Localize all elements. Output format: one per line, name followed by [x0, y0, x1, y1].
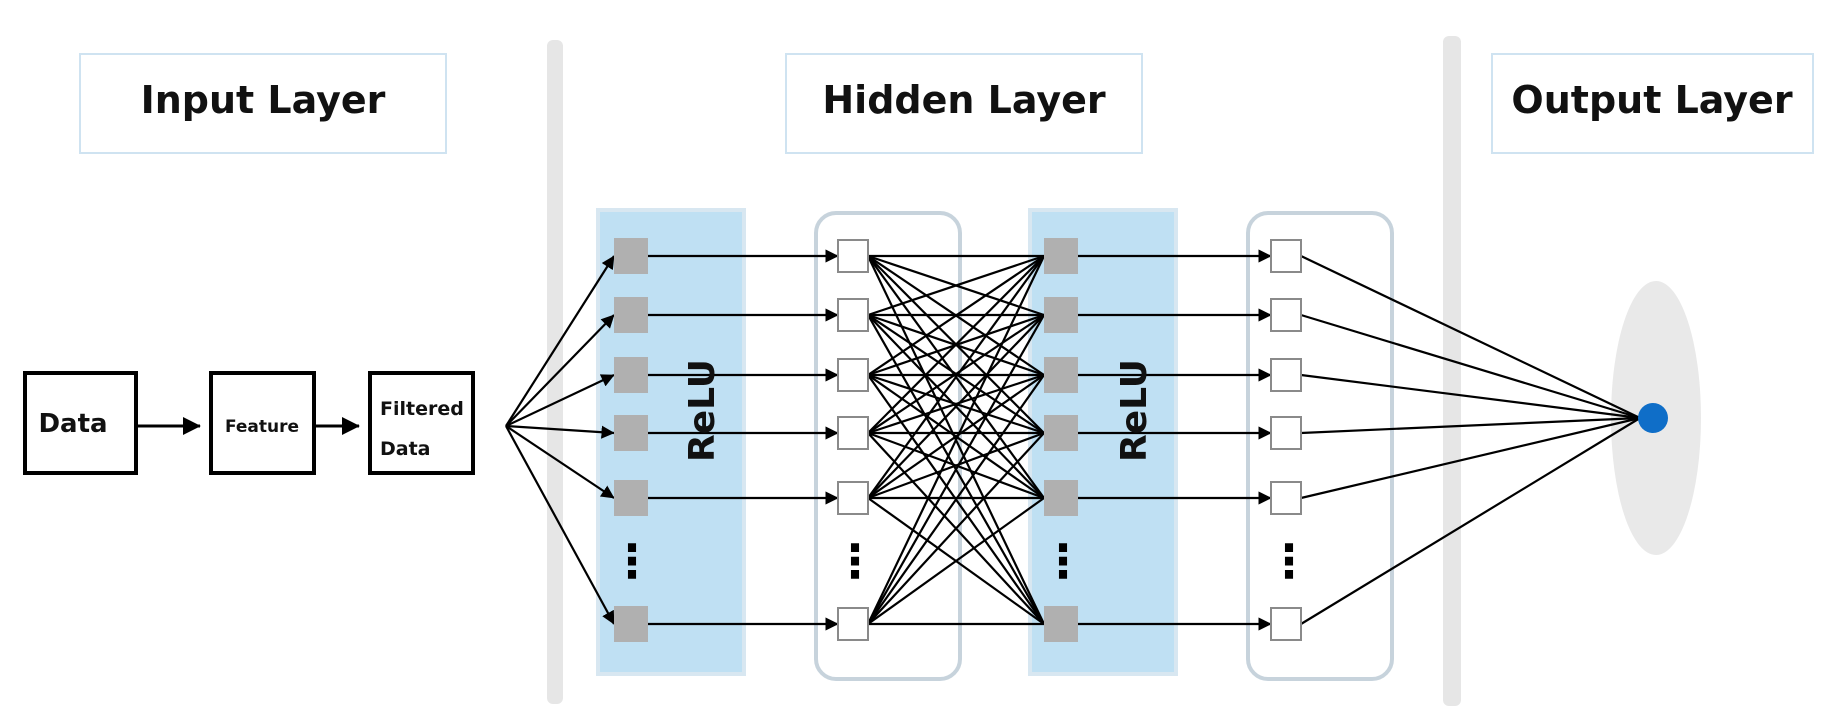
relu-node-1-2 — [614, 357, 648, 393]
connections — [505, 249, 1641, 631]
relu-label-2: ReLU — [1114, 359, 1155, 462]
edge-group2-to-output-5 — [1300, 417, 1641, 625]
hidden-node-2-4 — [1270, 481, 1302, 515]
ellipsis-relu-1: ⋮ — [609, 534, 655, 588]
hidden-node-1-3 — [837, 416, 869, 450]
relu-node-2-3 — [1044, 415, 1078, 451]
output-layer-header: Output Layer — [1491, 53, 1814, 154]
relu-node-1-1 — [614, 297, 648, 333]
edge-group2-to-output-3 — [1300, 416, 1641, 435]
edge-input-to-relu1-3 — [505, 424, 615, 439]
edge-group2-to-output-4 — [1300, 416, 1641, 500]
relu-node-1-3 — [614, 415, 648, 451]
edge-dense-4-3 — [867, 431, 1045, 500]
edge-input-to-relu1-1 — [505, 314, 615, 427]
edge-dense-4-1 — [867, 314, 1045, 499]
relu-node-2-2 — [1044, 357, 1078, 393]
edge-dense-1-0 — [867, 254, 1045, 317]
hidden-node-1-0 — [837, 239, 869, 273]
edge-input-to-relu1-2 — [505, 374, 615, 427]
ellipsis-group-2: ⋮ — [1266, 534, 1312, 588]
ellipsis-group-1: ⋮ — [832, 534, 878, 588]
relu-node-1-4 — [614, 480, 648, 516]
relu-node-2-1 — [1044, 297, 1078, 333]
hidden-layer-title: Hidden Layer — [822, 78, 1106, 122]
output-layer-title: Output Layer — [1511, 78, 1792, 122]
divider-hidden-output — [1443, 36, 1461, 706]
hidden-layer-header: Hidden Layer — [785, 53, 1143, 154]
data-box: Data — [23, 371, 138, 475]
ellipsis-relu-2: ⋮ — [1040, 534, 1086, 588]
edge-group2-to-output-1 — [1300, 313, 1641, 420]
edge-dense-2-0 — [867, 255, 1045, 376]
filtered-data-box: Filtered Data — [368, 371, 475, 475]
edge-dense-5-4 — [867, 497, 1045, 625]
input-layer-header: Input Layer — [79, 53, 447, 154]
relu-node-2-0 — [1044, 238, 1078, 274]
divider-input-hidden — [547, 40, 563, 704]
edge-input-to-relu1-4 — [505, 425, 615, 499]
relu-node-2-4 — [1044, 480, 1078, 516]
edge-dense-5-3 — [867, 432, 1045, 625]
feature-box-label: Feature — [225, 417, 299, 437]
edge-dense-5-0 — [867, 255, 1045, 625]
relu-node-1-0 — [614, 238, 648, 274]
data-box-label: Data — [38, 409, 107, 439]
relu-node-1-5 — [614, 606, 648, 642]
edge-dense-4-0 — [867, 255, 1045, 499]
edge-dense-5-1 — [867, 314, 1045, 625]
edge-input-to-relu1-0 — [505, 255, 615, 427]
relu-label-1: ReLU — [682, 359, 723, 462]
feature-box: Feature — [209, 371, 316, 475]
hidden-node-1-2 — [837, 358, 869, 392]
output-node — [1638, 403, 1668, 433]
hidden-node-1-1 — [837, 298, 869, 332]
edge-dense-4-2 — [867, 374, 1045, 499]
filtered-data-label-line1: Filtered — [380, 398, 464, 420]
hidden-node-2-2 — [1270, 358, 1302, 392]
hidden-node-2-5 — [1270, 607, 1302, 641]
hidden-node-2-1 — [1270, 298, 1302, 332]
input-layer-title: Input Layer — [141, 78, 386, 122]
edge-dense-3-2 — [867, 373, 1045, 435]
edge-input-to-relu1-5 — [505, 425, 615, 625]
edge-group2-to-output-0 — [1300, 255, 1641, 419]
hidden-node-1-5 — [837, 607, 869, 641]
edge-dense-3-0 — [867, 255, 1045, 434]
hidden-group-2 — [1246, 211, 1394, 681]
edge-group2-to-output-2 — [1300, 373, 1641, 420]
hidden-node-1-4 — [837, 481, 869, 515]
edge-dense-3-1 — [867, 314, 1045, 434]
nodes — [614, 238, 1302, 642]
relu-node-2-5 — [1044, 606, 1078, 642]
filtered-data-label-line2: Data — [380, 438, 431, 460]
edge-dense-5-2 — [867, 374, 1045, 625]
hidden-node-2-0 — [1270, 239, 1302, 273]
hidden-node-2-3 — [1270, 416, 1302, 450]
